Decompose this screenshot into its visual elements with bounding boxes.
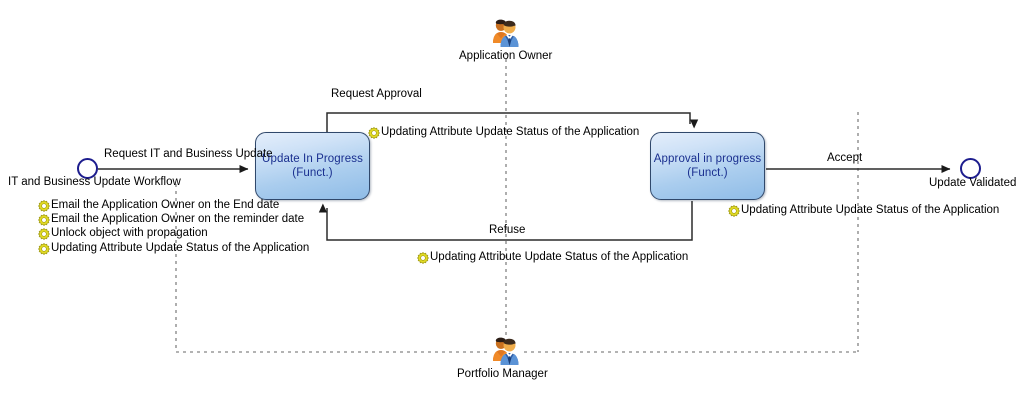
- annotation-start-action-1: Email the Application Owner on the End d…: [38, 199, 279, 212]
- gear-icon: [38, 213, 50, 226]
- end-node-label: Update Validated: [929, 177, 1017, 189]
- gear-icon: [38, 227, 50, 240]
- gear-icon: [368, 126, 380, 139]
- state-approval-in-progress-line2: (Funct.): [687, 167, 728, 179]
- swimlane-dashed-lines: [175, 52, 859, 353]
- annotation-start-action-4: Updating Attribute Update Status of the …: [38, 242, 309, 255]
- actor-portfolio-manager-label: Portfolio Manager: [457, 368, 548, 380]
- edge-label-accept: Accept: [827, 152, 863, 164]
- annotation-start-action-3: Unlock object with propagation: [38, 227, 208, 240]
- annotation-request-approval-action-text: Updating Attribute Update Status of the …: [381, 126, 640, 138]
- edge-label-refuse: Refuse: [489, 224, 526, 236]
- edge-label-request-approval: Request Approval: [331, 88, 422, 100]
- edge-label-request-it-and-business-update: Request IT and Business Update: [104, 148, 273, 160]
- gear-icon: [38, 199, 50, 212]
- actor-application-owner-label: Application Owner: [459, 50, 553, 62]
- actor-application-owner-icon[interactable]: [489, 16, 523, 48]
- annotation-accept-action-text: Updating Attribute Update Status of the …: [741, 204, 1000, 216]
- annotation-start-action-2: Email the Application Owner on the remin…: [38, 213, 304, 226]
- edge-update-to-approval: [326, 112, 699, 132]
- start-node-circle[interactable]: [77, 158, 98, 179]
- annotation-refuse-action-text: Updating Attribute Update Status of the …: [430, 251, 689, 263]
- annotation-accept-action: Updating Attribute Update Status of the …: [728, 204, 999, 217]
- state-update-in-progress-line2: (Funct.): [292, 167, 333, 179]
- state-approval-in-progress-label: Approval in progress (Funct.): [654, 152, 761, 180]
- actor-portfolio-manager-icon[interactable]: [489, 334, 523, 366]
- annotation-start-action-1-text: Email the Application Owner on the End d…: [51, 199, 280, 211]
- state-approval-in-progress[interactable]: Approval in progress (Funct.): [650, 132, 765, 200]
- gear-icon: [38, 242, 50, 255]
- state-update-in-progress[interactable]: Update In Progress (Funct.): [255, 132, 370, 200]
- state-update-in-progress-label: Update In Progress (Funct.): [262, 152, 363, 180]
- annotation-start-action-4-text: Updating Attribute Update Status of the …: [51, 242, 310, 254]
- annotation-start-action-3-text: Unlock object with propagation: [51, 227, 208, 239]
- annotation-refuse-action: Updating Attribute Update Status of the …: [417, 251, 688, 264]
- annotation-request-approval-action: Updating Attribute Update Status of the …: [368, 126, 639, 139]
- edge-approval-to-update: [318, 201, 693, 241]
- state-approval-in-progress-line1: Approval in progress: [653, 153, 762, 165]
- end-node-circle[interactable]: [960, 158, 981, 179]
- annotation-start-action-2-text: Email the Application Owner on the remin…: [51, 213, 305, 225]
- start-node-label: IT and Business Update Workflow: [8, 176, 181, 188]
- state-update-in-progress-line1: Update In Progress: [262, 153, 363, 165]
- gear-icon: [417, 251, 429, 264]
- gear-icon: [728, 204, 740, 217]
